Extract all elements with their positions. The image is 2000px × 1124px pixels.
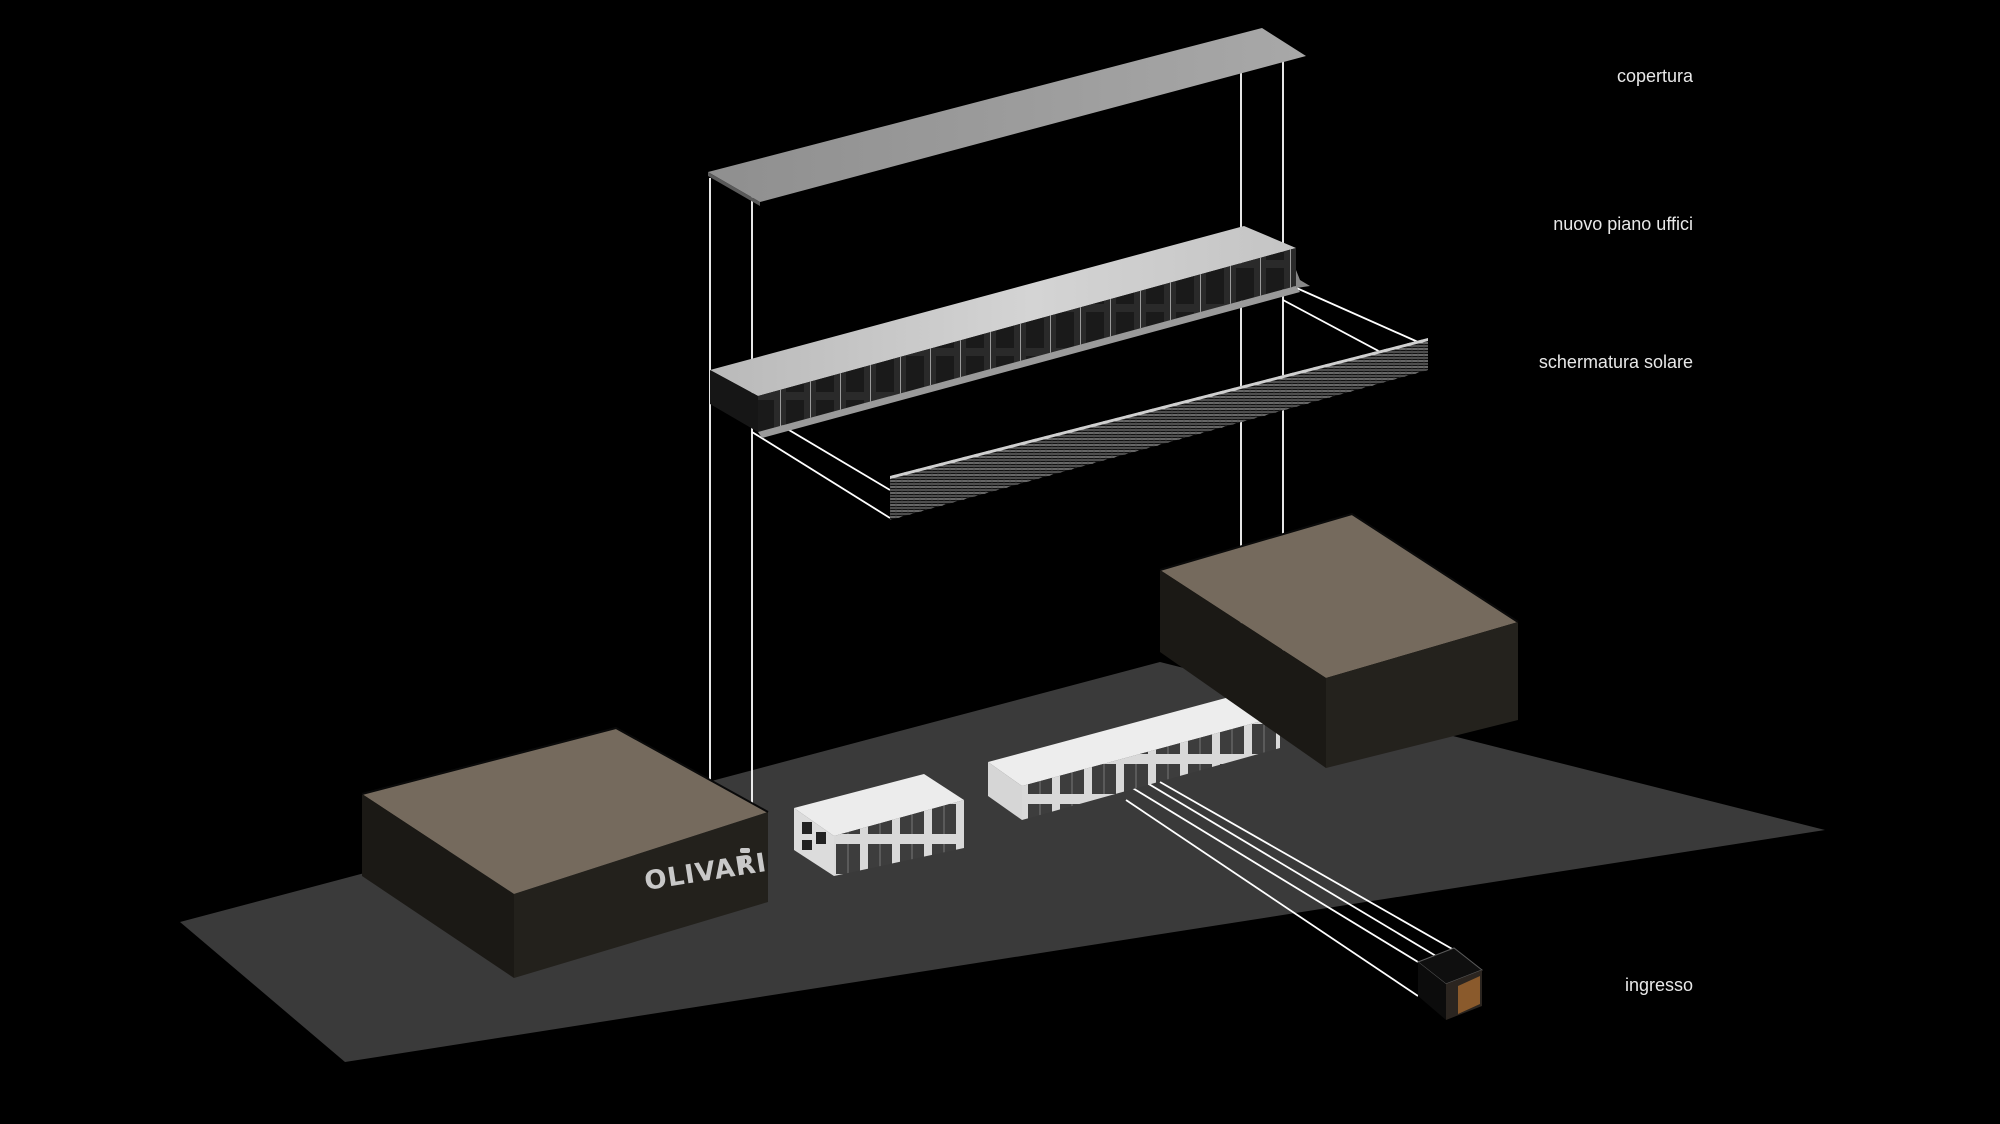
label-schermatura-solare: schermatura solare bbox=[1538, 352, 1693, 372]
ground-plane bbox=[180, 662, 1825, 1062]
roof-slab bbox=[708, 28, 1306, 206]
right-building bbox=[1159, 512, 1519, 768]
small-building-window bbox=[802, 840, 812, 850]
long-office-building bbox=[988, 692, 1280, 820]
small-building-window bbox=[802, 822, 812, 834]
entrance-canopy bbox=[1417, 947, 1483, 1020]
label-copertura: copertura bbox=[1616, 66, 1693, 86]
office-floor-bar bbox=[710, 226, 1310, 438]
label-ingresso: ingresso bbox=[1624, 975, 1693, 995]
label-nuovo-piano-uffici: nuovo piano uffici bbox=[1553, 214, 1693, 234]
sun-shading-screen bbox=[890, 338, 1428, 520]
olivari-logo-mark bbox=[740, 848, 750, 868]
olivari-building: OLIVARI bbox=[361, 726, 769, 978]
small-building-window bbox=[816, 832, 826, 844]
small-office-building bbox=[794, 774, 964, 876]
